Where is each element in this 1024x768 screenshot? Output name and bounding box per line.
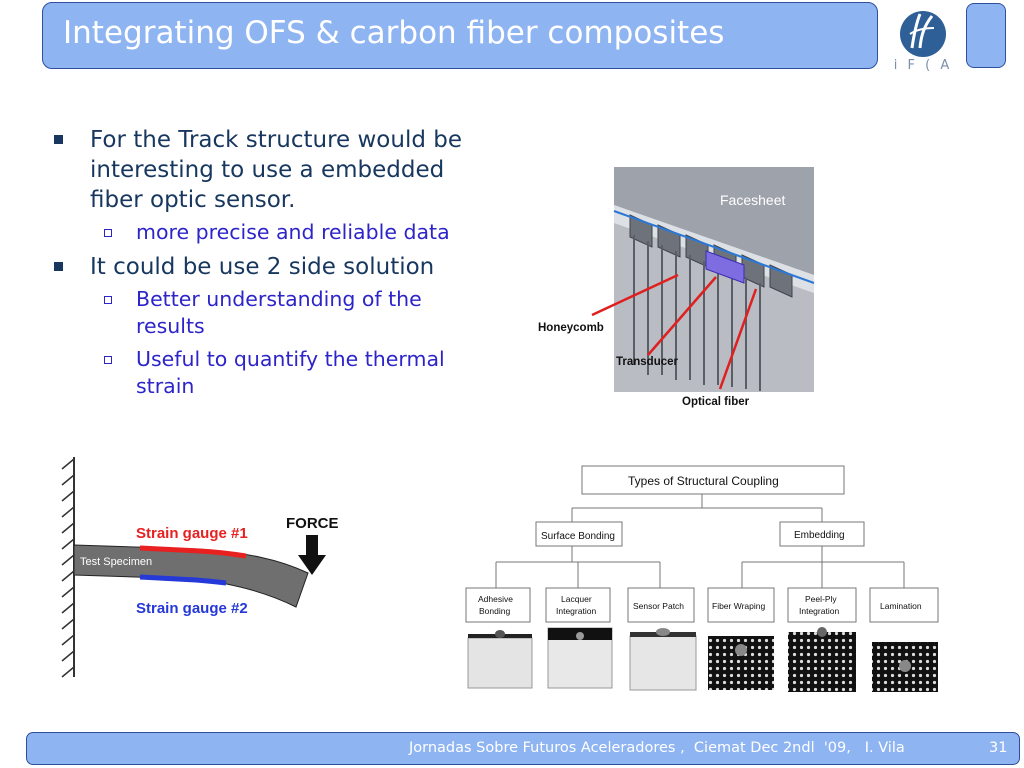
hollow-square-bullet-icon	[104, 356, 112, 364]
sub-bullet-1-1: more precise and reliable data	[52, 219, 492, 246]
slide-title: Integrating OFS & carbon fiber composite…	[63, 15, 725, 51]
sub-bullet-2-1-text: Better understanding of the results	[136, 287, 422, 338]
honeycomb-label: Honeycomb	[538, 322, 604, 334]
peel-ply-label-1: Peel-Ply	[805, 594, 837, 604]
page-number: 31	[989, 740, 1008, 756]
ifca-logo-icon	[900, 11, 946, 57]
structural-coupling-diagram: Types of Structural Coupling Surface Bon…	[465, 465, 939, 692]
sensor-honeycomb-figure: Facesheet Honeycomb Transducer Optical f…	[538, 167, 815, 408]
lacquer-label-1: Lacquer	[561, 594, 592, 604]
square-bullet-icon	[54, 262, 63, 271]
strain-gauge-figure: Test Specimen Strain gauge #1 Strain gau…	[61, 457, 339, 678]
corner-tab	[966, 3, 1006, 68]
hollow-square-bullet-icon	[104, 229, 112, 237]
strain-gauge-2-label: Strain gauge #2	[136, 600, 248, 617]
fiber-wraping-label: Fiber Wraping	[712, 601, 765, 611]
square-bullet-icon	[54, 135, 63, 144]
logo-caption: i F ( A	[893, 58, 953, 73]
optical-fiber-label: Optical fiber	[682, 396, 750, 408]
test-specimen-label: Test Specimen	[80, 556, 152, 568]
sub-bullet-2-2: Useful to quantify the thermal strain	[52, 346, 492, 400]
footer-text: Jornadas Sobre Futuros Aceleradores , Ci…	[409, 740, 905, 756]
strain-gauge-1-label: Strain gauge #1	[136, 525, 248, 542]
title-bar: Integrating OFS & carbon fiber composite…	[42, 2, 878, 69]
bullet-list: For the Track structure would be interes…	[52, 125, 492, 406]
surface-bonding-label: Surface Bonding	[541, 531, 615, 542]
lacquer-label-2: Integration	[556, 606, 596, 616]
peel-ply-label-2: Integration	[799, 606, 839, 616]
coupling-cross-sections	[467, 627, 938, 692]
force-label: FORCE	[286, 515, 339, 532]
force-arrow-icon	[298, 535, 326, 575]
bullet-2-text: It could be use 2 side solution	[90, 254, 435, 280]
embedding-label: Embedding	[794, 530, 845, 541]
bullet-1: For the Track structure would be interes…	[52, 125, 492, 215]
hollow-square-bullet-icon	[104, 296, 112, 304]
footer-bar: Jornadas Sobre Futuros Aceleradores , Ci…	[26, 732, 1020, 765]
transducer-label: Transducer	[616, 356, 679, 368]
sub-bullet-2-2-text: Useful to quantify the thermal strain	[136, 347, 445, 398]
lamination-label: Lamination	[880, 601, 922, 611]
bullet-2: It could be use 2 side solution	[52, 252, 492, 282]
sensor-patch-label: Sensor Patch	[633, 601, 684, 611]
bullet-1-text: For the Track structure would be interes…	[90, 127, 462, 213]
coupling-root-label: Types of Structural Coupling	[628, 474, 779, 488]
sub-bullet-1-1-text: more precise and reliable data	[136, 220, 450, 244]
facesheet-label: Facesheet	[720, 192, 785, 208]
adhesive-label-2: Bonding	[479, 606, 510, 616]
adhesive-label-1: Adhesive	[478, 594, 513, 604]
sub-bullet-2-1: Better understanding of the results	[52, 286, 492, 340]
